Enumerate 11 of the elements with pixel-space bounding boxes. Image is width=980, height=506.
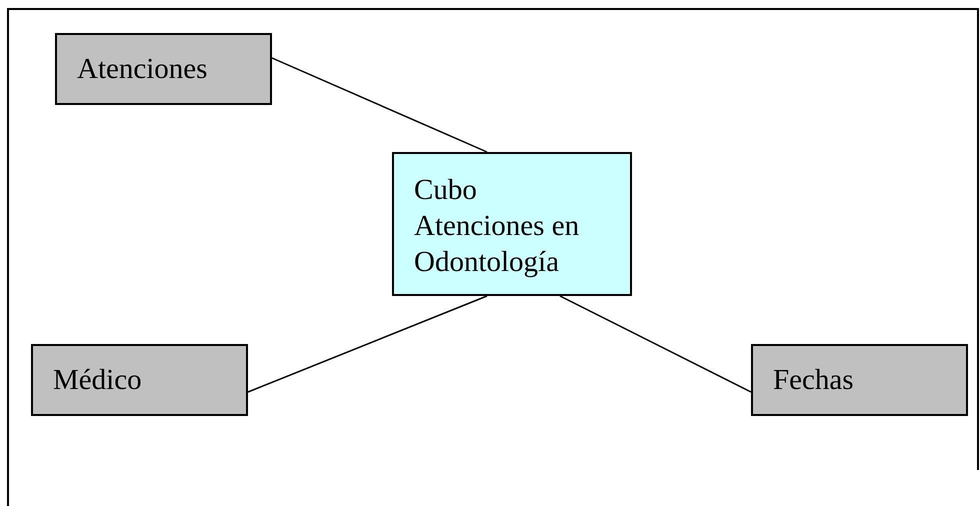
node-label: Cubo Atenciones en Odontología <box>414 173 580 280</box>
node-label: Atenciones <box>77 52 208 87</box>
cube-box <box>392 152 632 296</box>
connector-line <box>248 295 488 393</box>
dimension-box <box>55 33 272 105</box>
dimension-box <box>751 344 968 416</box>
connector-line <box>560 295 752 393</box>
dimension-box <box>31 344 248 416</box>
connector-line <box>272 57 488 153</box>
node-label: Fechas <box>773 363 854 398</box>
node-label: Médico <box>53 363 142 398</box>
